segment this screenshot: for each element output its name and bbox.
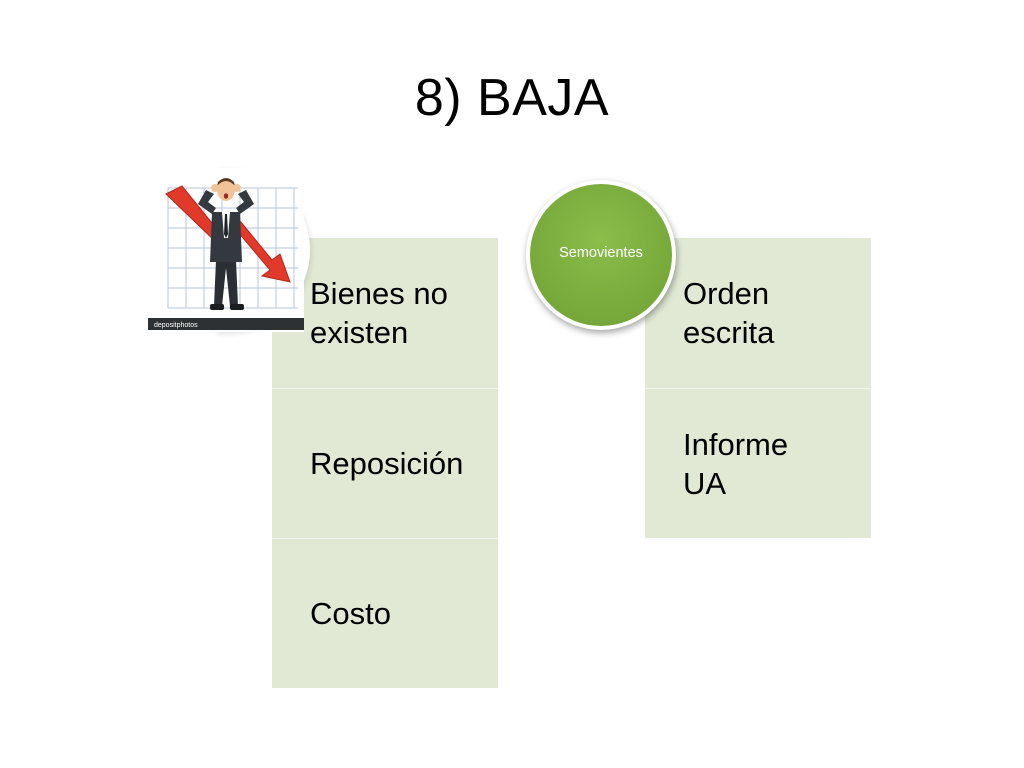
list-item: Orden escrita — [645, 238, 871, 388]
list-item: Reposición — [272, 388, 498, 538]
list-item-label: Costo — [310, 596, 391, 631]
list-item: Bienes no existen — [272, 238, 498, 388]
bubble-label: Semovientes — [559, 245, 643, 261]
list-item-label: Orden escrita — [683, 276, 775, 350]
list-item: Informe UA — [645, 388, 871, 538]
list-item: Costo — [272, 538, 498, 688]
slide-title: 8) BAJA — [414, 69, 610, 127]
list-item-label: Informe UA — [683, 426, 789, 501]
right-list-block: Orden escrita Informe UA — [645, 238, 871, 538]
list-item-label: Reposición — [310, 446, 464, 481]
bubble-fill: Semovientes — [530, 184, 672, 326]
list-item-label: Bienes no existen — [310, 276, 448, 350]
watermark-text: depositphotos — [154, 322, 198, 329]
man-falling-chart-illustration: depositphotos — [148, 168, 304, 332]
left-list-block: Bienes no existen Reposición Costo — [272, 238, 498, 688]
semovientes-bubble: Semovientes — [526, 180, 676, 330]
